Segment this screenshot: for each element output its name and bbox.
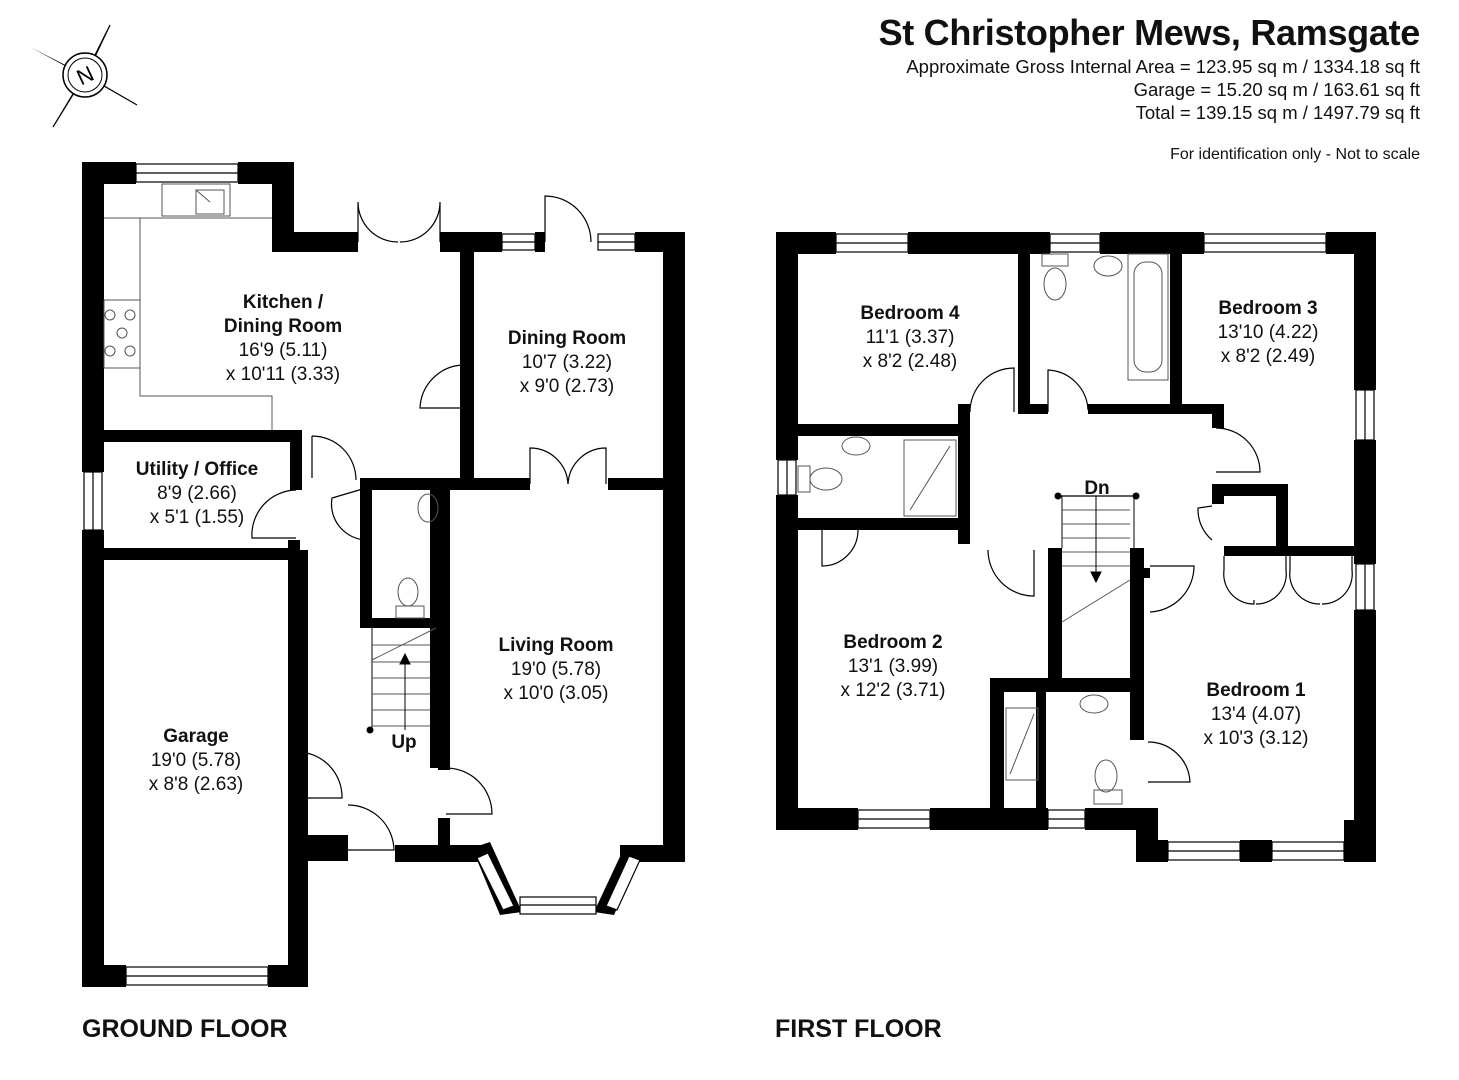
room-dimension: 13'10 (4.22) [1217,322,1319,343]
first-floor-label: FIRST FLOOR [775,1015,942,1043]
room-label-bedroom-3: Bedroom 3 13'10 (4.22) x 8'2 (2.49) [1218,297,1319,369]
stairs-up-label: Up [391,732,417,753]
room-name: Utility / Office [135,459,259,480]
room-name: Dining Room [507,328,627,349]
room-name: Dining Room [223,316,343,337]
gross-area-line: Approximate Gross Internal Area = 123.95… [906,56,1420,77]
north-compass-icon: N [30,24,138,128]
ground-floor-doors [251,195,607,851]
room-label-dining: Dining Room 10'7 (3.22) x 9'0 (2.73) [508,327,626,399]
page-title: St Christopher Mews, Ramsgate [878,12,1421,53]
room-dimension: x 8'8 (2.63) [148,774,244,795]
room-label-kitchen: Kitchen / Dining Room 16'9 (5.11) x 10'1… [224,291,342,387]
room-label-living: Living Room 19'0 (5.78) x 10'0 (3.05) [498,634,613,706]
room-dimension: 16'9 (5.11) [238,340,328,361]
ensuite-basin-icon [841,436,871,456]
room-dimension: 10'7 (3.22) [521,352,613,373]
room-dimension: 11'1 (3.37) [865,327,955,348]
room-name: Garage [163,726,229,747]
room-dimension: 13'4 (4.07) [1210,704,1302,725]
room-dimension: 19'0 (5.78) [510,659,602,680]
room-name: Bedroom 2 [843,632,943,653]
bathroom-toilet-icon [1041,253,1069,267]
ground-floor-label: GROUND FLOOR [82,1015,288,1043]
ensuite-1-basin-icon [1079,694,1109,714]
first-floor-doors [821,367,1353,783]
ground-floor-windows [83,163,641,986]
room-dimension: x 5'1 (1.55) [149,507,245,528]
total-area-line: Total = 139.15 sq m / 1497.79 sq ft [1135,102,1420,123]
room-dimension: 19'0 (5.78) [150,750,242,771]
ensuite-1-toilet-icon [1093,789,1123,805]
bathroom-basin-icon [1093,255,1123,277]
room-dimension: x 9'0 (2.73) [519,376,615,397]
ensuite-toilet-icon [797,465,811,493]
first-floor-windows [777,233,1375,861]
shower-icon [903,439,957,517]
room-dimension: x 8'2 (2.48) [862,351,958,372]
room-label-bedroom-4: Bedroom 4 11'1 (3.37) x 8'2 (2.48) [860,302,959,374]
room-dimension: x 10'0 (3.05) [503,683,609,704]
room-name: Bedroom 4 [860,303,960,324]
disclaimer: For identification only - Not to scale [1170,146,1420,163]
wc-toilet-icon [395,605,425,619]
first-floor-walls [776,232,1376,862]
kitchen-sink-icon [161,183,231,217]
hob-icon [104,309,116,321]
room-label-bedroom-2: Bedroom 2 13'1 (3.99) x 12'2 (3.71) [840,631,945,703]
room-name: Bedroom 1 [1206,680,1306,701]
room-name: Bedroom 3 [1218,298,1318,319]
room-name: Living Room [498,635,614,656]
room-dimension: 13'1 (3.99) [847,656,939,677]
ground-floor-fixtures [103,183,439,734]
room-label-utility: Utility / Office 8'9 (2.66) x 5'1 (1.55) [136,458,258,530]
stairs-down-label: Dn [1084,478,1110,499]
first-floor-fixtures [797,253,1169,805]
room-dimension: x 8'2 (2.49) [1220,346,1316,367]
room-label-garage: Garage 19'0 (5.78) x 8'8 (2.63) [149,725,243,797]
room-name: Kitchen / [242,292,324,313]
room-dimension: x 12'2 (3.71) [840,680,946,701]
wc-basin-icon [417,493,439,523]
garage-area-line: Garage = 15.20 sq m / 163.61 sq ft [1133,79,1420,100]
room-dimension: x 10'11 (3.33) [225,364,341,385]
room-label-bedroom-1: Bedroom 1 13'4 (4.07) x 10'3 (3.12) [1203,679,1308,751]
bath-icon [1127,253,1169,381]
room-dimension: x 10'3 (3.12) [1203,728,1309,749]
ground-floor-walls [82,162,685,987]
room-dimension: 8'9 (2.66) [157,483,237,504]
ensuite-shower-icon [1005,707,1039,781]
